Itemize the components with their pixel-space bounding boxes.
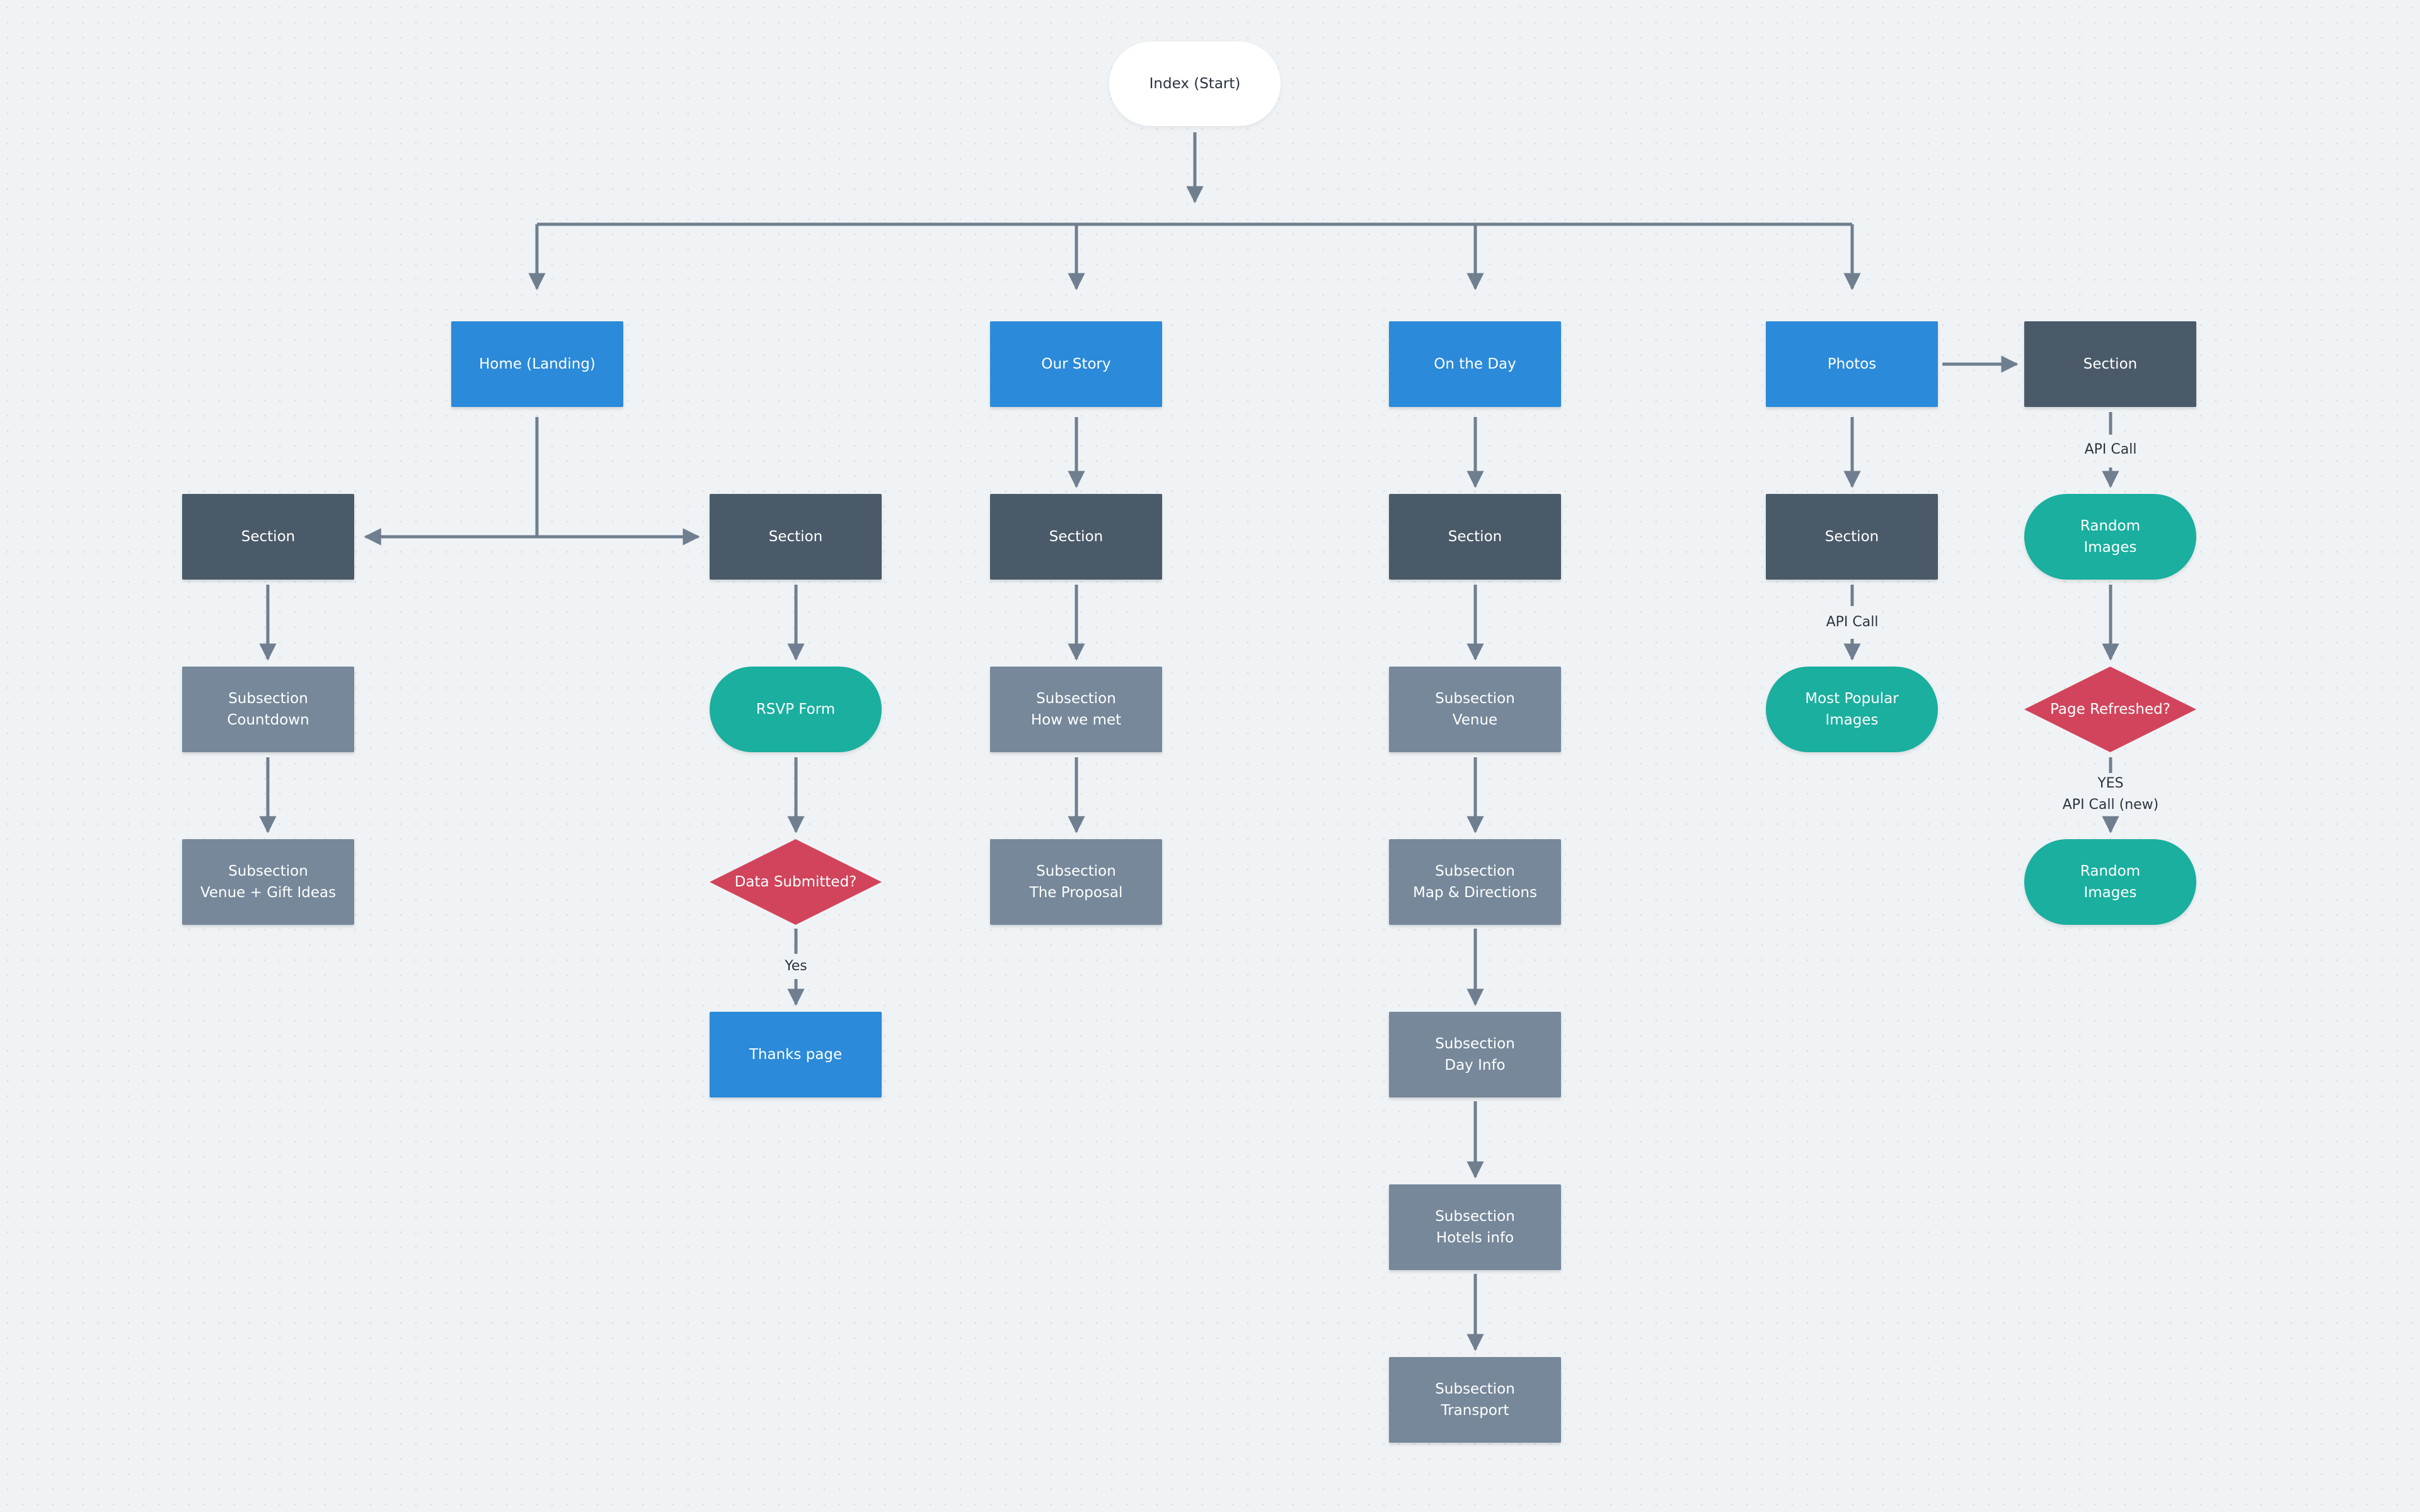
thanks-page-node[interactable]: Thanks page xyxy=(710,1012,882,1097)
data-submitted-decision[interactable]: Data Submitted? xyxy=(710,839,882,925)
photos-section-node[interactable]: Section xyxy=(1766,494,1938,580)
subsection-transport-node[interactable]: Subsection Transport xyxy=(1389,1357,1561,1443)
diamond-shape xyxy=(710,839,882,925)
subsection-map-directions-node[interactable]: Subsection Map & Directions xyxy=(1389,839,1561,925)
data-submitted-label: Data Submitted? xyxy=(734,874,857,890)
photos-node[interactable]: Photos xyxy=(1766,321,1938,407)
on-the-day-node[interactable]: On the Day xyxy=(1389,321,1561,407)
most-popular-images-node[interactable]: Most Popular Images xyxy=(1766,667,1938,752)
edge-label-yes: Yes xyxy=(781,956,811,977)
diamond-shape xyxy=(2024,667,2196,752)
on-the-day-section-node[interactable]: Section xyxy=(1389,494,1561,580)
subsection-countdown-node[interactable]: Subsection Countdown xyxy=(182,667,354,752)
edge-label-api-call-side: API Call xyxy=(2080,439,2141,461)
home-left-section-node[interactable]: Section xyxy=(182,494,354,580)
subsection-day-info-node[interactable]: Subsection Day Info xyxy=(1389,1012,1561,1097)
index-start-node[interactable]: Index (Start) xyxy=(1109,42,1281,126)
subsection-the-proposal-node[interactable]: Subsection The Proposal xyxy=(990,839,1162,925)
subsection-how-we-met-node[interactable]: Subsection How we met xyxy=(990,667,1162,752)
rsvp-form-node[interactable]: RSVP Form xyxy=(710,667,882,752)
subsection-hotels-info-node[interactable]: Subsection Hotels info xyxy=(1389,1184,1561,1270)
subsection-venue-node[interactable]: Subsection Venue xyxy=(1389,667,1561,752)
page-refreshed-label: Page Refreshed? xyxy=(2050,701,2170,718)
edge-label-yes-api-call-new: YES API Call (new) xyxy=(2058,773,2163,816)
home-landing-node[interactable]: Home (Landing) xyxy=(451,321,623,407)
our-story-node[interactable]: Our Story xyxy=(990,321,1162,407)
random-images-node-1[interactable]: Random Images xyxy=(2024,494,2196,580)
edge-label-api-call-photos: API Call xyxy=(1822,612,1882,633)
random-images-node-2[interactable]: Random Images xyxy=(2024,839,2196,925)
home-right-section-node[interactable]: Section xyxy=(710,494,882,580)
our-story-section-node[interactable]: Section xyxy=(990,494,1162,580)
subsection-venue-gift-ideas-node[interactable]: Subsection Venue + Gift Ideas xyxy=(182,839,354,925)
photos-side-section-node[interactable]: Section xyxy=(2024,321,2196,407)
page-refreshed-decision[interactable]: Page Refreshed? xyxy=(2024,667,2196,752)
